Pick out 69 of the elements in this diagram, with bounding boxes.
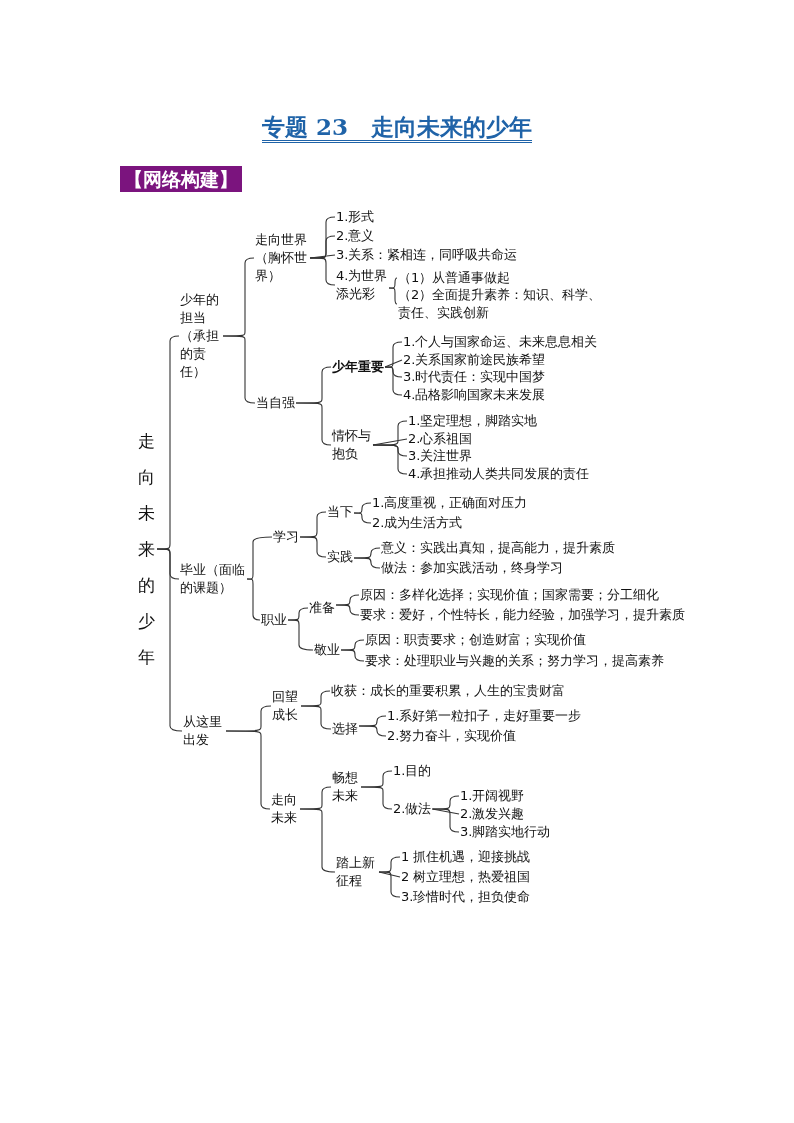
brace-line bbox=[299, 536, 327, 558]
topic-text: 毕业（面临的课题） bbox=[180, 561, 246, 597]
section-banner: 【网络构建】 bbox=[120, 166, 242, 192]
topic-text: 4.承担推动人类共同发展的责任 bbox=[408, 465, 590, 483]
topic-text: 敬业 bbox=[314, 641, 340, 659]
brace-line bbox=[246, 578, 261, 621]
topic-text: 要求：处理职业与兴趣的关系；努力学习，提高素养 bbox=[365, 652, 664, 670]
topic-text: 学习 bbox=[273, 528, 299, 546]
brace-line bbox=[384, 359, 403, 368]
topic-text: 2.意义 bbox=[336, 227, 375, 245]
topic-text: 3.脚踏实地行动 bbox=[460, 823, 551, 841]
topic-text: 4.为世界添光彩 bbox=[336, 267, 388, 303]
topic-text: 少年重要 bbox=[332, 358, 384, 376]
brace-line bbox=[372, 444, 408, 475]
topic-text: 畅想未来 bbox=[332, 769, 360, 805]
topic-text: 2 树立理想，热爱祖国 bbox=[401, 868, 531, 886]
topic-text: 1.坚定理想，脚踏实地 bbox=[408, 412, 538, 430]
brace-line bbox=[156, 548, 183, 732]
topic-text: 要求：爱好，个性特长，能力经验，加强学习，提升素质 bbox=[360, 606, 685, 624]
topic-text: 1.系好第一粒扣子，走好重要一步 bbox=[387, 707, 582, 725]
topic-text: 4.品格影响国家未来发展 bbox=[403, 386, 546, 404]
topic-text: 2.激发兴趣 bbox=[460, 805, 525, 823]
brace-line bbox=[340, 649, 365, 662]
topic-text: 走向未来的少年 bbox=[138, 423, 156, 675]
topic-text: 1.形式 bbox=[336, 208, 375, 226]
topic-text: 2.成为生活方式 bbox=[372, 514, 463, 532]
topic-text: 2.关系国家前途民族希望 bbox=[403, 351, 546, 369]
brace-line bbox=[431, 808, 460, 833]
brace-line bbox=[353, 557, 381, 569]
topic-text: 走向世界（胸怀世界） bbox=[255, 231, 309, 285]
brace-line bbox=[378, 871, 401, 898]
topic-text: 当自强 bbox=[256, 394, 295, 412]
topic-text: 2.努力奋斗，实现价值 bbox=[387, 727, 517, 745]
topic-text: 职业 bbox=[261, 611, 287, 629]
topic-text: 1.开阔视野 bbox=[460, 787, 525, 805]
brace-line bbox=[299, 808, 336, 873]
topic-text: 选择 bbox=[332, 720, 358, 738]
topic-text: 准备 bbox=[309, 599, 335, 617]
topic-text: 从这里出发 bbox=[183, 713, 225, 749]
topic-text: 实践 bbox=[327, 548, 353, 566]
topic-text: 3.关系：紧相连，同呼吸共命运 bbox=[336, 246, 518, 264]
topic-text: 3.时代责任：实现中国梦 bbox=[403, 368, 546, 386]
topic-text: 少年的担当（承担的责任） bbox=[180, 291, 222, 381]
topic-text: 做法：参加实践活动，终身学习 bbox=[381, 559, 563, 577]
brace-line bbox=[358, 725, 387, 737]
topic-text: 踏上新征程 bbox=[336, 854, 378, 890]
topic-text: （2）全面提升素养：知识、科学、责任、实践创新 bbox=[398, 286, 608, 322]
topic-text: 3.关注世界 bbox=[408, 447, 473, 465]
topic-text: 1.高度重视，正确面对压力 bbox=[372, 494, 528, 512]
topic-text: 意义：实践出真知，提高能力，提升素质 bbox=[381, 539, 615, 557]
topic-text: 1.个人与国家命运、未来息息相关 bbox=[403, 333, 598, 351]
topic-text: 回望成长 bbox=[272, 688, 300, 724]
topic-text: 走向未来 bbox=[271, 791, 299, 827]
topic-text: 原因：多样化选择；实现价值；国家需要；分工细化 bbox=[360, 586, 659, 604]
topic-text: 情怀与抱负 bbox=[332, 427, 372, 463]
topic-text: 原因：职责要求；创造财富；实现价值 bbox=[365, 631, 586, 649]
topic-text: 2.做法 bbox=[393, 800, 432, 818]
brace-line bbox=[384, 366, 403, 396]
topic-text: 2.心系祖国 bbox=[408, 430, 473, 448]
topic-text: 3.珍惜时代，担负使命 bbox=[401, 888, 531, 906]
topic-text: 1.目的 bbox=[393, 762, 432, 780]
page-title: 专题 23 走向未来的少年 bbox=[262, 113, 532, 143]
topic-text: （1）从普通事做起 bbox=[398, 269, 511, 287]
topic-text: 1 抓住机遇，迎接挑战 bbox=[401, 848, 531, 866]
brace-line bbox=[353, 512, 372, 524]
topic-text: 收获：成长的重要积累，人生的宝贵财富 bbox=[331, 682, 565, 700]
brace-line bbox=[335, 604, 360, 616]
brace-line bbox=[388, 287, 398, 305]
topic-text: 当下 bbox=[327, 503, 353, 521]
